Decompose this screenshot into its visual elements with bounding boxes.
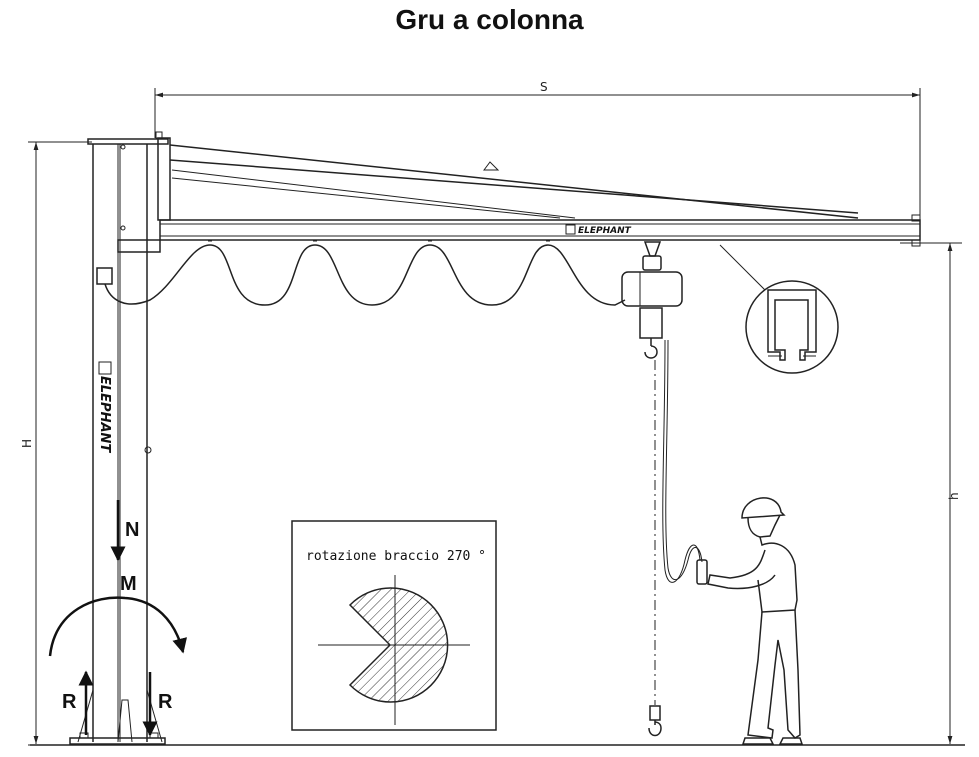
pendant-cable [662, 339, 701, 583]
beam-brand-logo: ELEPHANT [565, 224, 632, 236]
dimension-span: S [154, 80, 921, 220]
span-label: S [540, 80, 548, 94]
rotation-box: rotazione braccio 270 ° [291, 520, 497, 731]
beam-profile-detail [719, 244, 839, 374]
hook-height-label: h [947, 492, 961, 500]
force-diagram: N M R R [48, 500, 187, 737]
electric-hoist [621, 241, 683, 359]
reaction-right-label: R [158, 691, 173, 713]
reaction-left-label: R [62, 691, 77, 713]
load-hook [648, 705, 662, 737]
rotation-label: rotazione braccio 270 ° [306, 549, 486, 564]
dimension-hook-height: h [900, 242, 962, 746]
total-height-label: H [20, 439, 34, 448]
column [69, 138, 169, 745]
festoon-cable [104, 240, 626, 306]
dimension-total-height: H [20, 141, 92, 746]
jib-arm [117, 131, 921, 253]
force-n-label: N [125, 519, 139, 541]
column-brand-text: ELEPHANT [97, 376, 112, 453]
moment-m-label: M [120, 573, 137, 595]
beam-brand-text: ELEPHANT [578, 226, 632, 236]
operator-figure [696, 497, 804, 745]
column-brand-logo: ELEPHANT [97, 361, 112, 453]
page-title: Gru a colonna [395, 4, 584, 35]
